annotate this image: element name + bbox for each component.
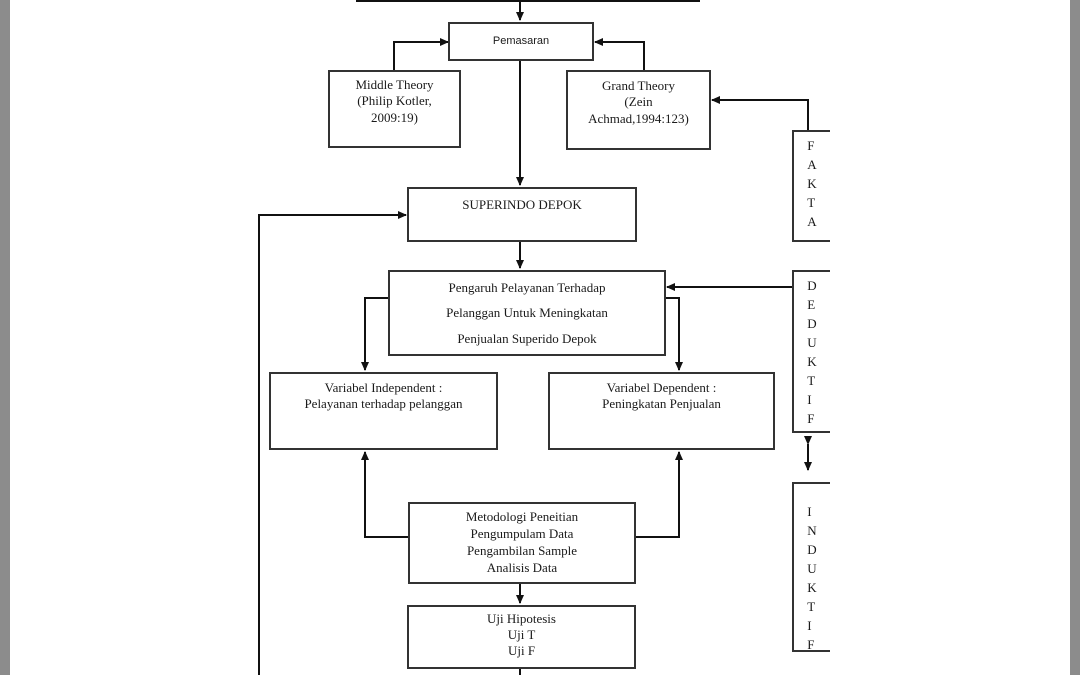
pemasaran-box: Pemasaran bbox=[448, 22, 594, 61]
grand-theory-line-3: Achmad,1994:123) bbox=[588, 110, 689, 126]
dependent-line-2: Peningkatan Penjualan bbox=[602, 396, 721, 412]
arrow-middle-to-pemasaran bbox=[393, 38, 449, 70]
arrow-metodologi-to-independent bbox=[361, 451, 408, 538]
induktif-letter: N bbox=[807, 523, 817, 538]
fakta-letter: F bbox=[807, 138, 815, 153]
middle-theory-line-2: (Philip Kotler, bbox=[357, 93, 432, 109]
arrow-metodologi-to-dependent bbox=[636, 451, 683, 538]
middle-theory-line-3: 2009:19) bbox=[371, 109, 418, 125]
deduktif-letter: F bbox=[807, 411, 815, 426]
deduktif-letter: K bbox=[807, 354, 817, 369]
independent-line-1: Variabel Independent : bbox=[324, 380, 443, 395]
metodologi-line-2: Pengumpulam Data bbox=[470, 526, 574, 542]
pengaruh-line-2: Pelanggan Untuk Meningkatan bbox=[446, 305, 608, 321]
metodologi-box: Metodologi Peneitian Pengumpulam Data Pe… bbox=[408, 502, 636, 584]
deduktif-letter: E bbox=[807, 297, 816, 312]
fakta-letter: T bbox=[807, 195, 816, 210]
metodologi-line-3: Pengambilan Sample bbox=[466, 543, 578, 558]
pengaruh-line-1: Pengaruh Pelayanan Terhadap bbox=[448, 279, 606, 295]
middle-theory-box: Middle Theory (Philip Kotler, 2009:19) bbox=[328, 70, 461, 148]
middle-theory-line-1: Middle Theory bbox=[355, 77, 434, 92]
superindo-box: SUPERINDO DEPOK bbox=[407, 187, 637, 242]
grand-theory-line-2: (Zein bbox=[624, 94, 653, 110]
induktif-letter: T bbox=[807, 599, 816, 614]
fakta-letter: K bbox=[807, 176, 817, 191]
superindo-label: SUPERINDO DEPOK bbox=[462, 197, 582, 212]
uji-line-1: Uji Hipotesis bbox=[487, 611, 556, 626]
fakta-letter: A bbox=[807, 214, 817, 229]
fakta-letter: A bbox=[807, 157, 817, 172]
dependent-line-1: Variabel Dependent : bbox=[606, 380, 717, 395]
variabel-dependent-box: Variabel Dependent : Peningkatan Penjual… bbox=[548, 372, 775, 450]
induktif-letter: D bbox=[807, 542, 817, 557]
right-frame-border bbox=[1070, 0, 1080, 675]
deduktif-letter: D bbox=[807, 278, 817, 293]
pengaruh-line-3: Penjualan Superido Depok bbox=[457, 330, 597, 346]
grand-theory-line-1: Grand Theory bbox=[601, 78, 676, 93]
arrow-pengaruh-to-independent bbox=[361, 297, 388, 371]
deduktif-letter: U bbox=[807, 335, 817, 350]
induktif-letter: F bbox=[807, 637, 815, 652]
arrow-fakta-to-grand bbox=[711, 96, 809, 130]
deduktif-letter: D bbox=[807, 316, 817, 331]
pemasaran-label: Pemasaran bbox=[492, 34, 550, 47]
independent-line-2: Pelayanan terhadap pelanggan bbox=[304, 396, 463, 412]
induktif-letter: K bbox=[807, 580, 817, 595]
arrow-grand-to-pemasaran bbox=[594, 38, 645, 70]
pengaruh-box: Pengaruh Pelayanan Terhadap Pelanggan Un… bbox=[388, 270, 666, 356]
induktif-letter: U bbox=[807, 561, 817, 576]
metodologi-line-1: Metodologi Peneitian bbox=[465, 509, 579, 525]
induktif-letter: I bbox=[807, 618, 812, 633]
grand-theory-box: Grand Theory (Zein Achmad,1994:123) bbox=[566, 70, 711, 150]
arrow-pengaruh-to-dependent bbox=[665, 297, 683, 371]
uji-hipotesis-box: Uji Hipotesis Uji T Uji F bbox=[407, 605, 636, 669]
metodologi-line-4: Analisis Data bbox=[486, 559, 558, 575]
induktif-letter: I bbox=[807, 504, 812, 519]
deduktif-letter: I bbox=[807, 392, 812, 407]
arrow-feedback-to-superindo bbox=[258, 211, 407, 675]
deduktif-letter: T bbox=[807, 373, 816, 388]
left-frame-border bbox=[0, 0, 10, 675]
uji-line-2: Uji T bbox=[507, 626, 536, 642]
uji-line-3: Uji F bbox=[507, 642, 536, 658]
variabel-independent-box: Variabel Independent : Pelayanan terhada… bbox=[269, 372, 498, 450]
